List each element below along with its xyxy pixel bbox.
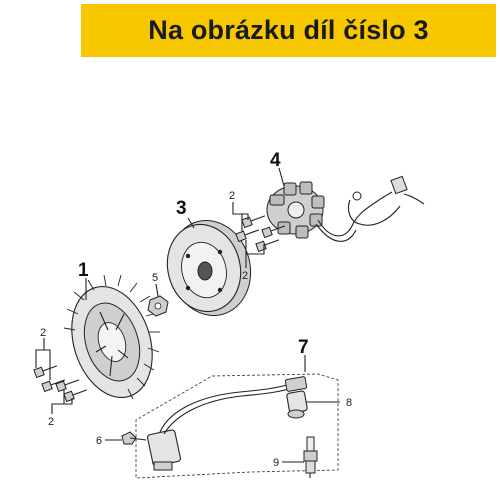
callout-9: 9: [273, 457, 279, 469]
leader-lines: [35, 167, 340, 463]
part-9-spark-plug[interactable]: [303, 436, 318, 478]
callout-5: 5: [152, 272, 158, 284]
part-7-ignition-coil[interactable]: [146, 376, 308, 471]
bolts-group-upper[interactable]: [235, 212, 286, 253]
callout-6: 6: [96, 435, 102, 447]
title-banner: Na obrázku díl číslo 3: [81, 4, 496, 57]
callout-8: 8: [346, 397, 352, 409]
part-3-flywheel[interactable]: [158, 211, 261, 324]
part-7-group-outline: [135, 373, 339, 479]
part-5-nut[interactable]: [147, 295, 169, 317]
part-1-cooling-fan[interactable]: [58, 274, 166, 408]
callout-2-left: 2: [40, 327, 46, 339]
banner-title: Na obrázku díl číslo 3: [148, 15, 429, 45]
callout-2-bottom: 2: [48, 416, 54, 428]
callout-3: 3: [176, 198, 187, 219]
callout-2-upper: 2: [229, 190, 235, 202]
bolts-group-lower[interactable]: [33, 362, 88, 403]
callout-4: 4: [270, 150, 281, 171]
part-4-stator[interactable]: [266, 175, 425, 242]
part-6-screw[interactable]: [121, 431, 147, 445]
callout-7: 7: [298, 337, 309, 358]
callout-2-right: 2: [242, 270, 248, 282]
callout-1: 1: [78, 260, 89, 281]
